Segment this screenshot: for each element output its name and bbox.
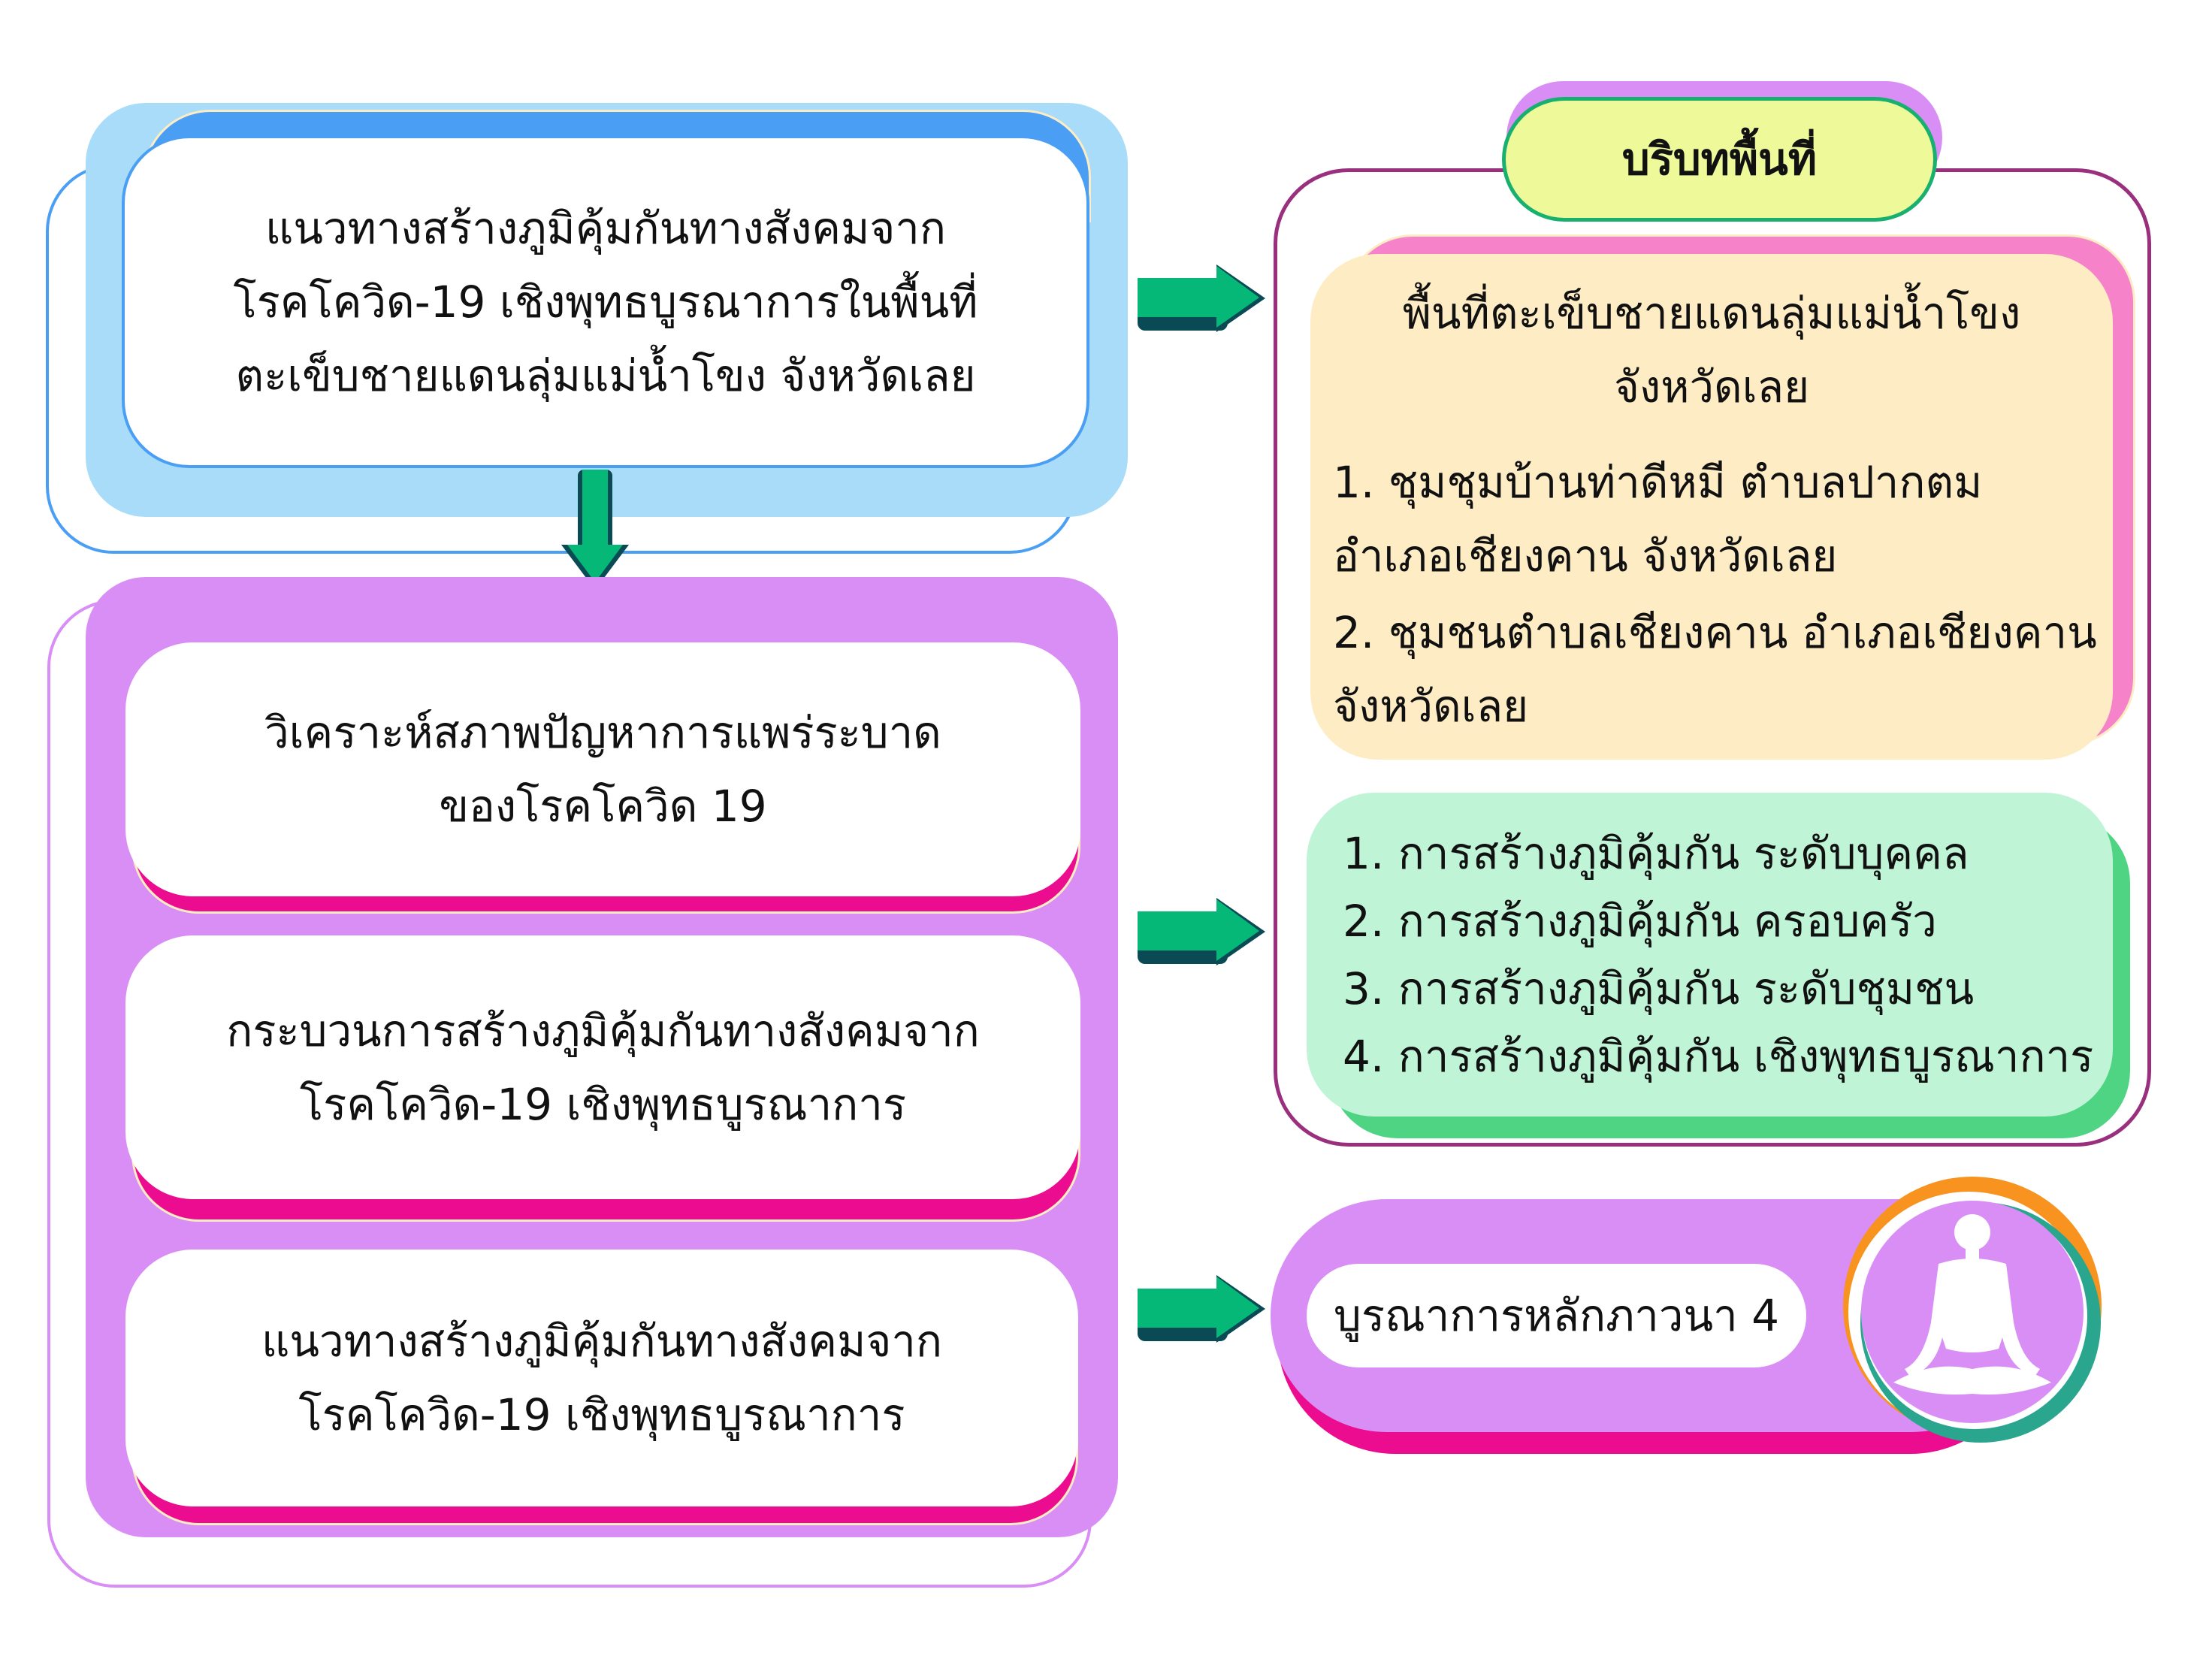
area-item-line: อำเภอเชียงคาน จังหวัดเลย: [1333, 530, 1838, 582]
integration-label: บูรณาการหลักภาวนา 4: [1334, 1290, 1779, 1341]
area-box: พื้นที่ตะเข็บชายแดนลุ่มแม่น้ำโขง จังหวัด…: [1310, 254, 2113, 760]
step-line: กระบวนการสร้างภูมิคุ้มกันทางสังคมจาก: [226, 1005, 980, 1056]
level-item: 1. การสร้างภูมิคุ้มกัน ระดับบุคคล: [1343, 827, 1969, 879]
right-arrow-icon: [1138, 898, 1265, 965]
right-arrow-icon: [1138, 264, 1265, 332]
area-item: 1. ชุมชุมบ้านท่าดีหมี ตำบลปากตม อำเภอเชี…: [1333, 446, 1982, 593]
level-item: 4. การสร้างภูมิคุ้มกัน เชิงพุทธบูรณาการ: [1343, 1030, 2094, 1082]
context-title: บริบทพื้นที่: [1502, 97, 1937, 222]
main-box-line: แนวทางสร้างภูมิคุ้มกันทางสังคมจาก: [265, 202, 946, 254]
right-arrow-icon: [1138, 1275, 1265, 1343]
area-item-line: จังหวัดเลย: [1333, 681, 1529, 732]
area-title-line: พื้นที่ตะเข็บชายแดนลุ่มแม่น้ำโขง: [1402, 288, 2021, 339]
main-box-line: ตะเข็บชายแดนลุ่มแม่น้ำโขง จังหวัดเลย: [235, 349, 976, 401]
level-item: 3. การสร้างภูมิคุ้มกัน ระดับชุมชน: [1343, 962, 1975, 1014]
step-line: แนวทางสร้างภูมิคุ้มกันทางสังคมจาก: [261, 1316, 942, 1367]
step-line: โรคโควิด-19 เชิงพุทธบูรณาการ: [299, 1078, 906, 1130]
levels-box: 1. การสร้างภูมิคุ้มกัน ระดับบุคคล 2. การ…: [1307, 793, 2113, 1117]
step-line: ของโรคโควิด 19: [439, 781, 767, 832]
area-title-line: จังหวัดเลย: [1613, 361, 1810, 412]
area-title: พื้นที่ตะเข็บชายแดนลุ่มแม่น้ำโขง จังหวัด…: [1310, 276, 2113, 424]
step-box-analysis: วิเคราะห์สภาพปัญหาการแพร่ระบาด ของโรคโคว…: [125, 642, 1080, 896]
main-box-line: โรคโควิด-19 เชิงพุทธบูรณาการในพื้นที่: [233, 276, 978, 328]
step-line: วิเคราะห์สภาพปัญหาการแพร่ระบาด: [264, 707, 941, 758]
area-item-line: 2. ชุมชนตำบลเชียงคาน อำเภอเชียงคาน: [1333, 607, 2097, 658]
level-item: 2. การสร้างภูมิคุ้มกัน ครอบครัว: [1343, 895, 1937, 947]
main-box: แนวทางสร้างภูมิคุ้มกันทางสังคมจาก โรคโคว…: [122, 135, 1089, 468]
area-item-line: 1. ชุมชุมบ้านท่าดีหมี ตำบลปากตม: [1333, 457, 1983, 508]
step-box-guideline: แนวทางสร้างภูมิคุ้มกันทางสังคมจาก โรคโคว…: [125, 1250, 1078, 1506]
meditation-icon: [1843, 1177, 2102, 1443]
down-arrow-icon: [561, 470, 629, 590]
step-line: โรคโควิด-19 เชิงพุทธบูรณาการ: [298, 1389, 905, 1440]
context-title-text: บริบทพื้นที่: [1621, 134, 1818, 185]
step-box-process: กระบวนการสร้างภูมิคุ้มกันทางสังคมจาก โรค…: [125, 935, 1080, 1199]
area-item: 2. ชุมชนตำบลเชียงคาน อำเภอเชียงคาน จังหว…: [1333, 596, 2097, 743]
integration-label-box: บูรณาการหลักภาวนา 4: [1307, 1264, 1806, 1367]
